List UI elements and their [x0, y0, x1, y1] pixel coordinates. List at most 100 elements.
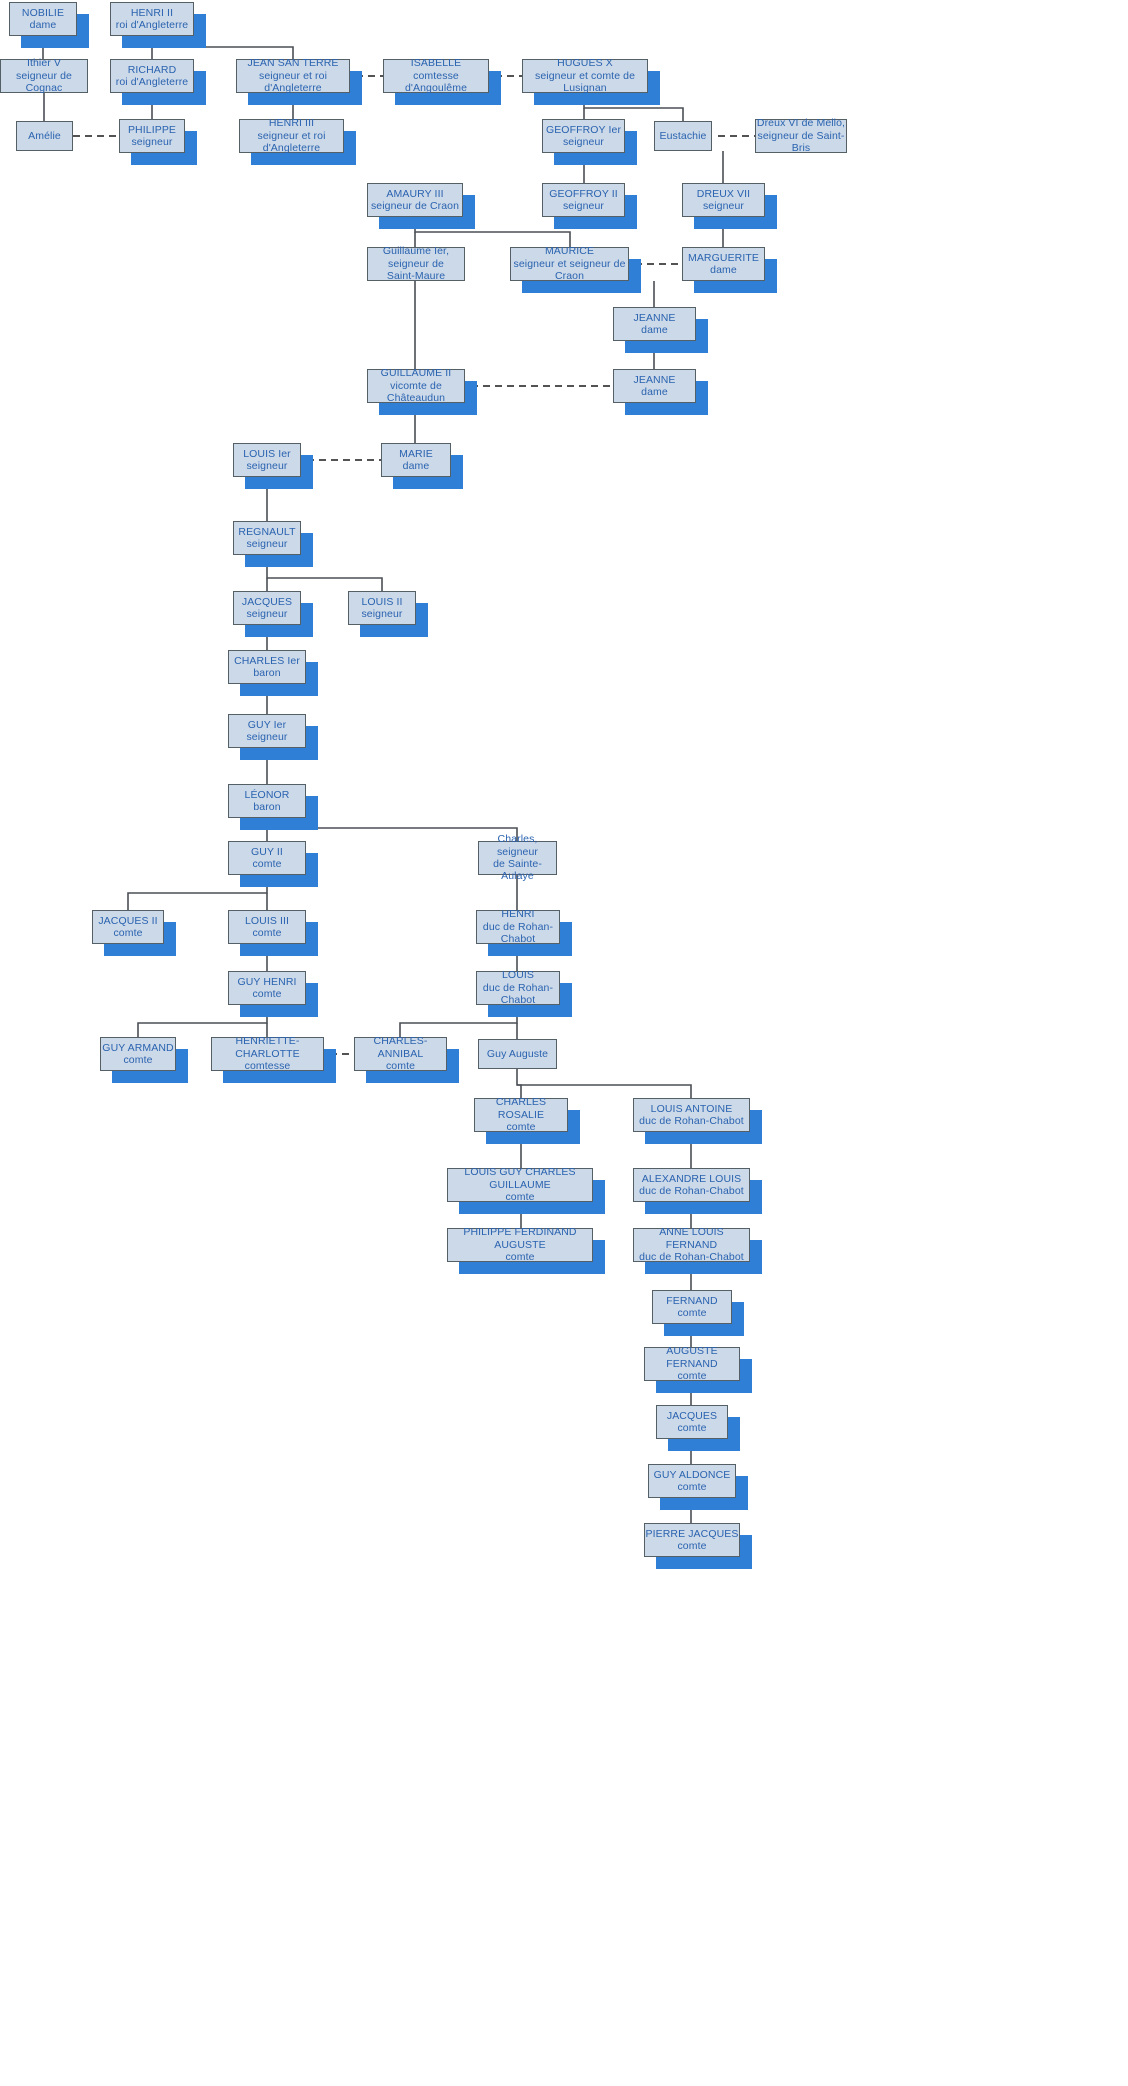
node-name: AUGUSTE FERNAND — [666, 1345, 718, 1370]
node-role: seigneur — [562, 200, 605, 212]
node-name: ANNE LOUIS FERNAND — [659, 1226, 724, 1251]
node-role: duc de Rohan-Chabot — [482, 920, 554, 946]
node-role: comte — [677, 1422, 707, 1434]
node-role: comte — [252, 988, 282, 1000]
node-name: GUY ARMAND — [102, 1041, 174, 1054]
tree-node[interactable]: Dreux VI de Mello,seigneur de Saint-Bris — [755, 117, 847, 154]
node-role: baron — [253, 801, 281, 813]
node-role: seigneur et comte de Lusignan — [534, 69, 636, 95]
node-role: duc de Rohan-Chabot — [639, 1185, 744, 1197]
node-role: dame — [641, 386, 668, 398]
node-name: HENRI — [501, 908, 535, 921]
tree-node[interactable]: Guy Auguste — [478, 1039, 557, 1069]
node-name: HUGUES X — [557, 57, 613, 70]
node-name: Dreux VI de Mello, — [756, 117, 846, 130]
node-role: comte — [113, 927, 143, 939]
node-role: comte — [677, 1307, 707, 1319]
node-name: JEANNE — [633, 311, 676, 324]
node-name: HENRI III — [268, 117, 315, 130]
node-name: ALEXANDRE LOUIS — [641, 1172, 742, 1185]
node-role: comtesse — [244, 1060, 291, 1073]
node-role: duc de Rohan-Chabot — [482, 981, 554, 1007]
node-role: dame — [402, 460, 430, 472]
node-role: comte — [252, 858, 282, 870]
node-name: RICHARD — [127, 63, 177, 76]
node-role: dame — [710, 264, 737, 276]
node-role: baron — [253, 667, 281, 679]
node-name: DREUX VII — [696, 187, 751, 200]
node-role: dame — [29, 19, 57, 31]
node-role: roi d'Angleterre — [115, 76, 189, 88]
node-role: comte — [505, 1251, 535, 1264]
node-role: comte — [252, 927, 282, 939]
tree-node[interactable]: Eustachie — [654, 121, 712, 151]
node-name: Guillaume Ier, seigneur de — [382, 245, 450, 270]
node-role: comte — [505, 1191, 535, 1204]
node-role: seigneur et seigneur de Craon — [513, 257, 626, 283]
node-role: seigneur — [361, 608, 403, 620]
node-role: vicomte de Châteaudun — [386, 379, 446, 405]
node-name: NOBILIE — [21, 6, 65, 19]
node-role: seigneur de Craon — [370, 200, 460, 212]
node-role: seigneur de Cognac — [16, 69, 72, 95]
node-role: comte — [677, 1370, 707, 1383]
node-name: JEAN SAN TERRE — [247, 57, 339, 70]
node-role: seigneur — [246, 460, 288, 472]
node-name: GUY Ier — [247, 718, 287, 731]
node-name: CHARLES-ANNIBAL — [373, 1035, 428, 1060]
node-name: GEOFFROY Ier — [545, 123, 622, 136]
node-name: JEANNE — [633, 373, 676, 386]
node-name: LOUIS GUY CHARLES GUILLAUME — [464, 1166, 576, 1191]
node-name: GUILLAUME II — [380, 367, 452, 380]
tree-node[interactable]: Amélie — [16, 121, 73, 151]
